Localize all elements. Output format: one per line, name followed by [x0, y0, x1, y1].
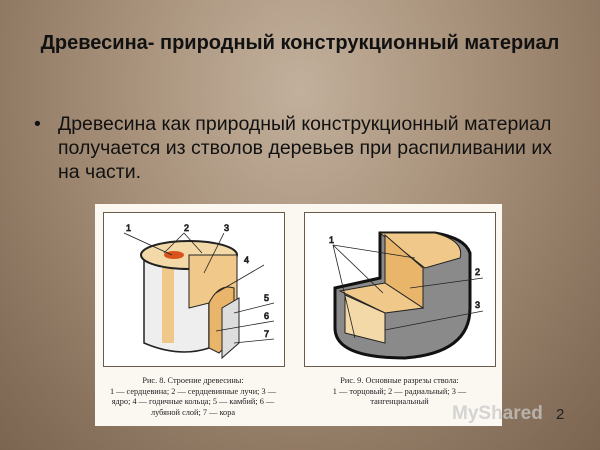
slide-title: Древесина- природный конструкционный мат… — [40, 32, 560, 54]
bullet-item: • Древесина как природный конструкционны… — [34, 112, 564, 184]
fig8-label-3: 3 — [224, 223, 229, 233]
fig8-panel: 1 2 3 4 5 6 7 — [103, 212, 285, 367]
trunk-structure-illustration: 1 2 3 4 5 6 7 — [123, 223, 275, 360]
fig9-label-2: 2 — [475, 267, 480, 277]
trunk-cuts-illustration: 1 2 3 — [329, 231, 484, 360]
fig8-label-4: 4 — [244, 255, 249, 265]
fig9-label-1: 1 — [329, 235, 334, 245]
page-number: 2 — [556, 406, 565, 423]
fig9-panel: 1 2 3 — [304, 212, 496, 367]
fig9-caption-title: Рис. 9. Основные разрезы ствола: — [340, 376, 459, 385]
fig8-label-1: 1 — [126, 223, 131, 233]
fig8-caption-title: Рис. 8. Строение древесины: — [142, 376, 244, 385]
watermark-logo: MyShared — [452, 403, 543, 424]
fig9-caption-body: 1 — торцовый; 2 — радиальный; 3 — танген… — [332, 386, 467, 407]
wood-figure: 1 2 3 4 5 6 7 1 2 3 Рис. 8. Строение дре… — [95, 204, 502, 426]
fig9-caption: Рис. 9. Основные разрезы ствола: 1 — тор… — [307, 376, 492, 408]
fig8-label-5: 5 — [264, 293, 269, 303]
fig9-label-3: 3 — [475, 300, 480, 310]
fig8-label-7: 7 — [264, 329, 269, 339]
fig8-label-2: 2 — [184, 223, 189, 233]
bullet-text: Древесина как природный конструкционный … — [58, 113, 552, 183]
fig8-caption: Рис. 8. Строение древесины: 1 — сердцеви… — [103, 376, 283, 418]
fig8-caption-body: 1 — сердцевина; 2 — сердцевинные лучи; 3… — [109, 386, 277, 417]
fig8-label-6: 6 — [264, 311, 269, 321]
bullet-dot: • — [34, 113, 41, 135]
